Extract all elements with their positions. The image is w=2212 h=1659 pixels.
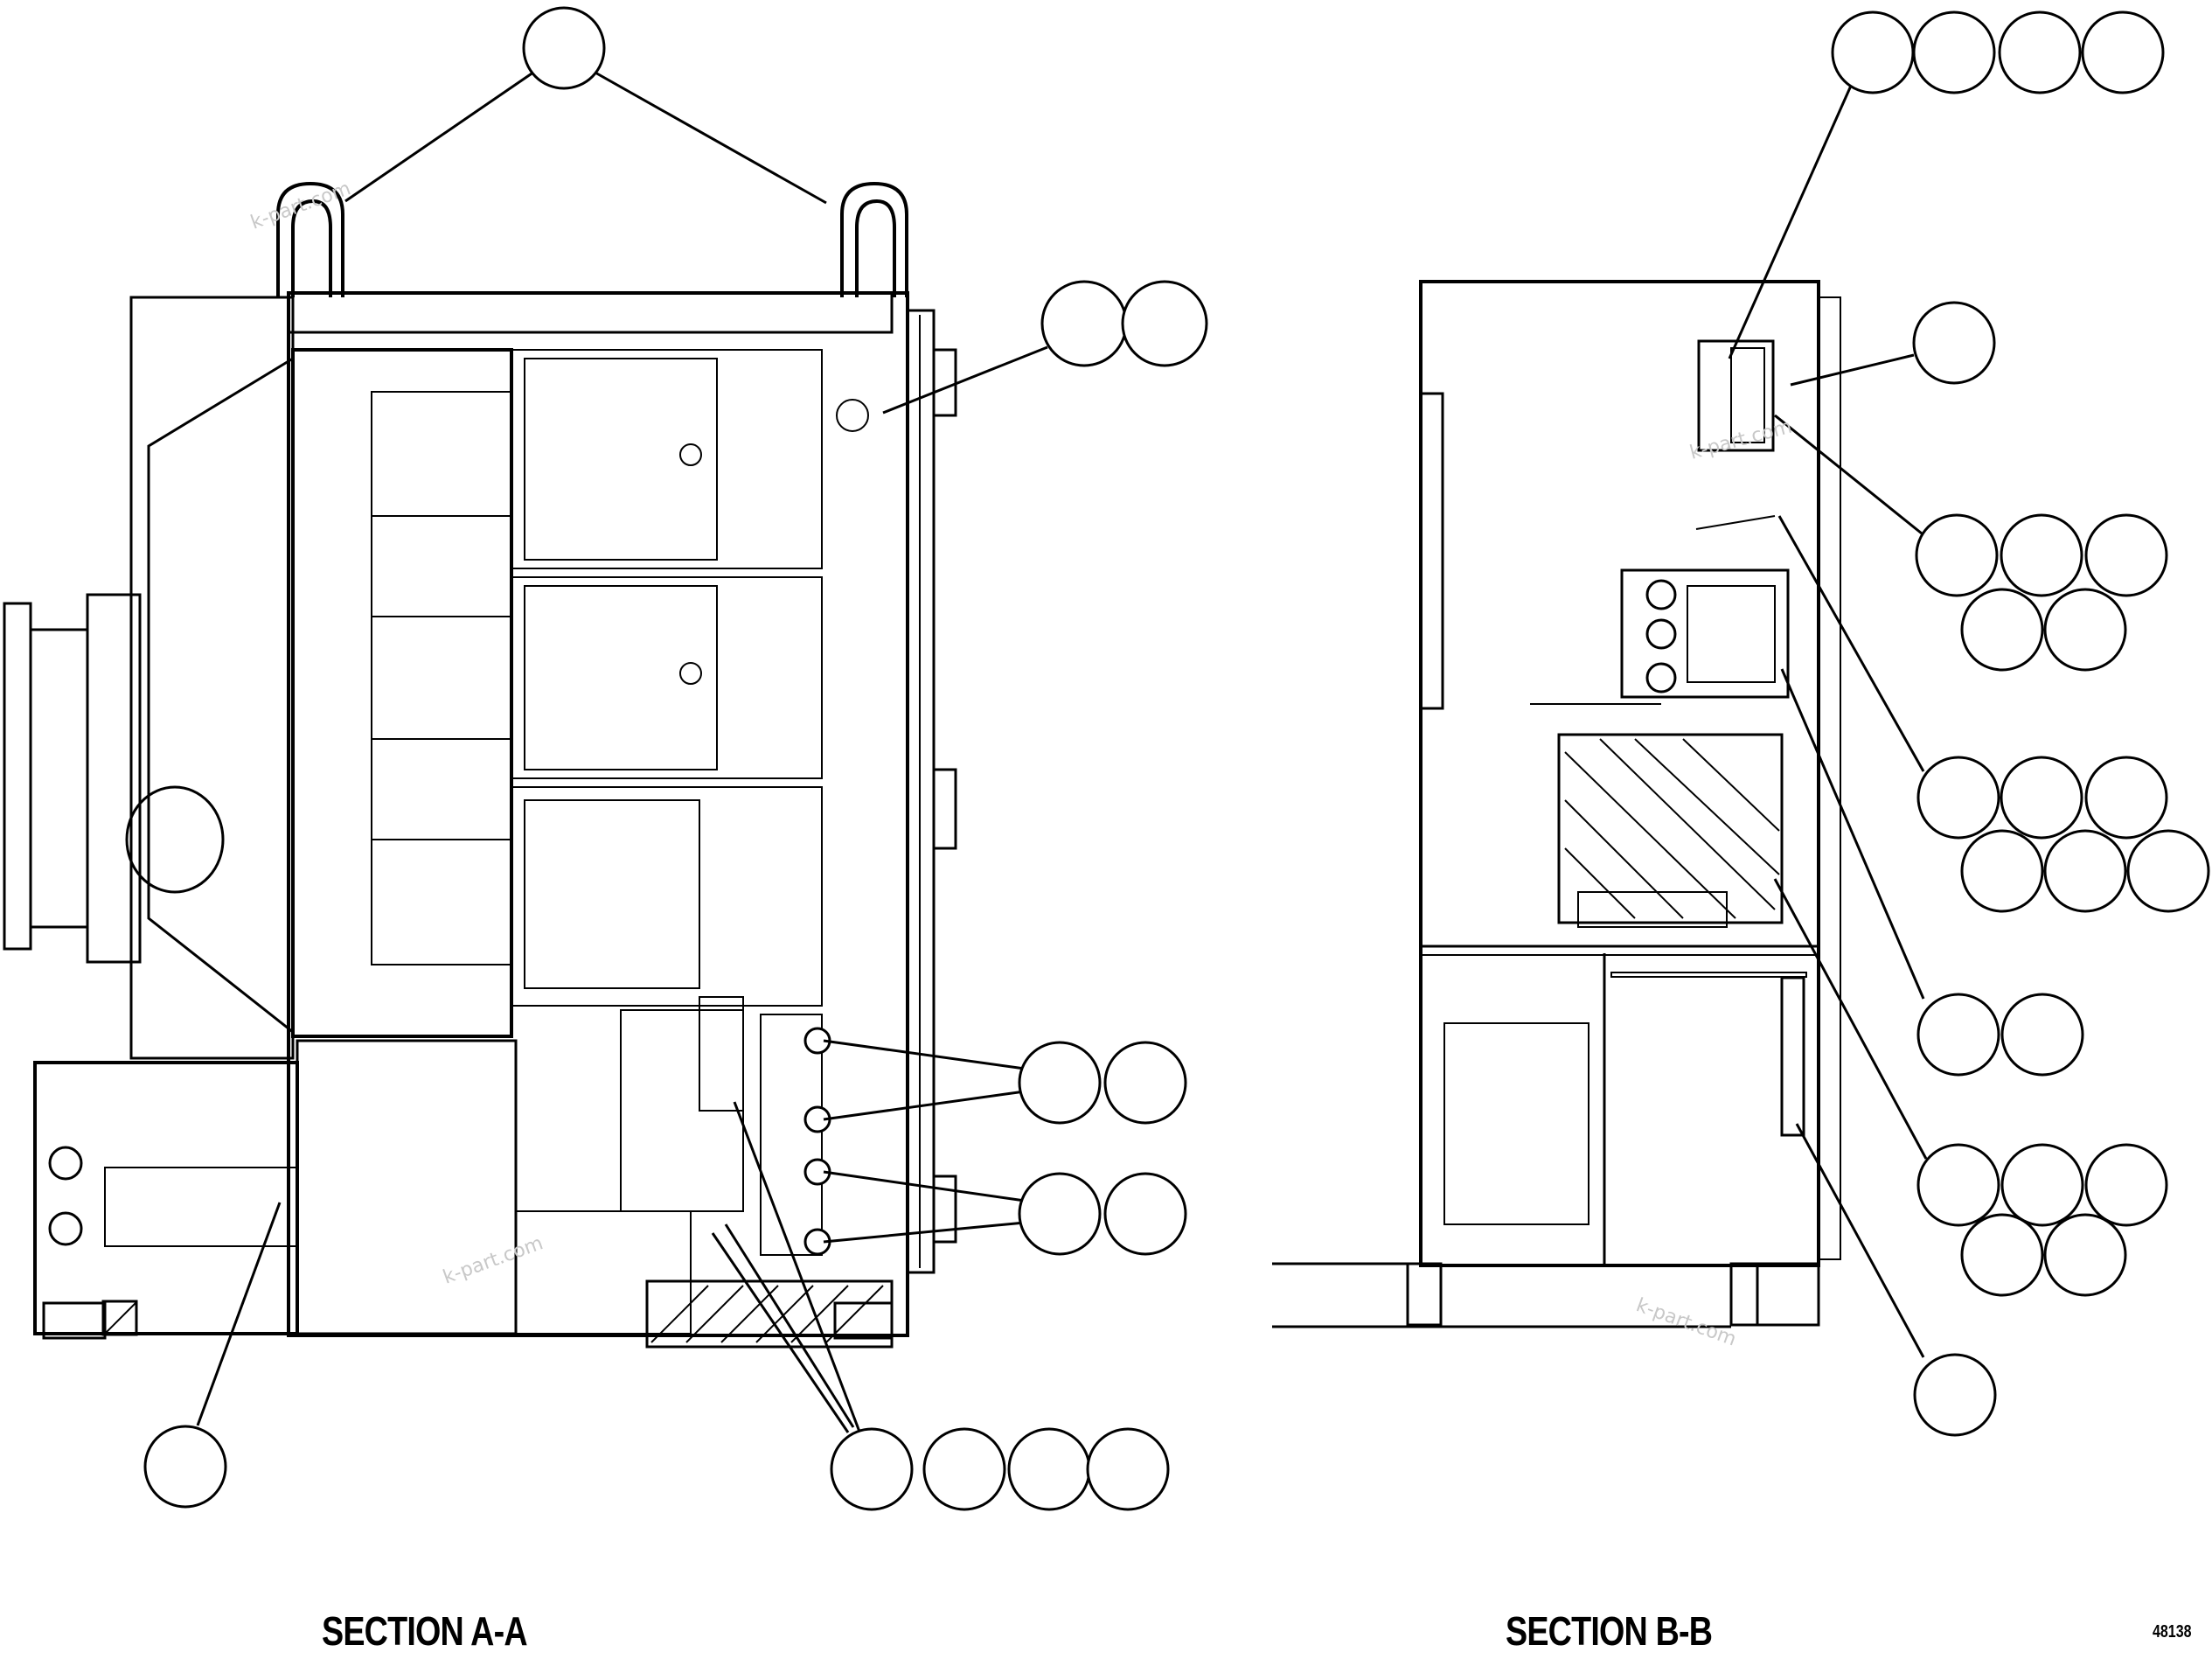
section-b-leaders	[1728, 85, 1928, 1358]
watermark: k-part.com	[1687, 416, 1794, 464]
callout-balloons	[143, 6, 2210, 1511]
section-a-caption: SECTION A-A	[322, 1608, 528, 1654]
watermark-group: k-part.com k-part.com k-part.com k-part.…	[248, 178, 1795, 1350]
watermark: k-part.com	[441, 1232, 546, 1288]
section-a-view	[3, 181, 957, 1349]
section-b-caption: SECTION B-B	[1506, 1608, 1713, 1654]
section-b-view	[1272, 280, 1841, 1328]
watermark: k-part.com	[1633, 1294, 1739, 1350]
section-a-leaders	[196, 66, 1048, 1433]
drawing-number: 48138	[2153, 1622, 2192, 1642]
